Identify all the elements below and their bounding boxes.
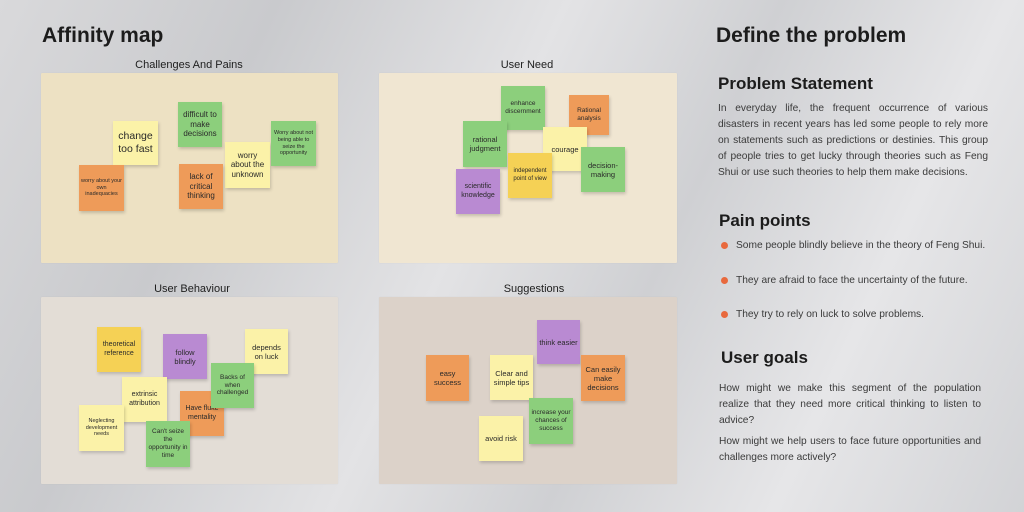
user-behaviour-title: User Behaviour [154, 283, 230, 295]
pain-points-heading: Pain points [719, 211, 811, 230]
sticky-note[interactable]: change too fast [113, 121, 158, 165]
sticky-note[interactable]: increase your chances of success [529, 398, 573, 444]
sticky-note[interactable]: avoid risk [479, 416, 523, 461]
sticky-note[interactable]: scientific knowledge [456, 169, 500, 214]
sticky-note[interactable]: Backs of when challenged [211, 363, 254, 408]
pain-point-item: They are afraid to face the uncertainty … [721, 275, 968, 286]
suggestions-title: Suggestions [503, 283, 565, 295]
user-goals-heading: User goals [721, 348, 808, 367]
pain-point-item: Some people blindly believe in the theor… [721, 240, 985, 251]
affinity-map-title: Affinity map [42, 24, 164, 47]
pain-point-item: They try to rely on luck to solve proble… [721, 309, 924, 320]
problem-statement-text: In everyday life, the frequent occurrenc… [718, 103, 988, 178]
bullet-dot-icon [721, 277, 728, 284]
challenges-title: Challenges And Pains [135, 59, 243, 71]
sticky-note[interactable]: Neglecting development needs [79, 405, 124, 451]
user-behaviour-board: theoretical reference follow blindly dep… [41, 297, 338, 484]
bullet-dot-icon [721, 311, 728, 318]
sticky-note[interactable]: enhance discernment [501, 86, 545, 130]
problem-statement-heading: Problem Statement [718, 74, 873, 93]
sticky-note[interactable]: decision-making [581, 147, 625, 192]
sticky-note[interactable]: worry about the unknown [225, 142, 270, 188]
sticky-note[interactable]: Can't seize the opportunity in time [146, 421, 190, 467]
sticky-note[interactable]: Worry about not being able to seize the … [271, 121, 316, 166]
pain-point-text: They try to rely on luck to solve proble… [736, 309, 924, 320]
sticky-note[interactable]: Clear and simple tips [490, 355, 533, 400]
sticky-note[interactable]: think easier [537, 320, 580, 364]
bullet-dot-icon [721, 242, 728, 249]
sticky-note[interactable]: difficult to make decisions [178, 102, 222, 147]
define-problem-title: Define the problem [716, 24, 907, 47]
sticky-note[interactable]: independent point of view [508, 153, 552, 198]
user-goal-text: How might we help users to face future o… [719, 436, 981, 463]
user-goal-text: How might we make this segment of the po… [719, 383, 981, 426]
sticky-note[interactable]: rational judgment [463, 121, 507, 167]
sticky-note[interactable]: Can easily make decisions [581, 355, 625, 401]
challenges-board: change too fast difficult to make decisi… [41, 73, 338, 263]
sticky-note[interactable]: lack of critical thinking [179, 164, 223, 209]
sticky-note[interactable]: easy success [426, 355, 469, 401]
sticky-note[interactable]: extrinsic attribution [122, 377, 167, 422]
user-need-board: enhance discernment Rational analysis ra… [379, 73, 677, 263]
user-need-title: User Need [500, 59, 554, 71]
pain-point-text: They are afraid to face the uncertainty … [736, 275, 968, 286]
sticky-note[interactable]: follow blindly [163, 334, 207, 379]
sticky-note[interactable]: theoretical reference [97, 327, 141, 372]
suggestions-board: think easier easy success Clear and simp… [379, 297, 677, 484]
sticky-note[interactable]: worry about your own inadequacies [79, 165, 124, 211]
pain-point-text: Some people blindly believe in the theor… [736, 240, 986, 251]
